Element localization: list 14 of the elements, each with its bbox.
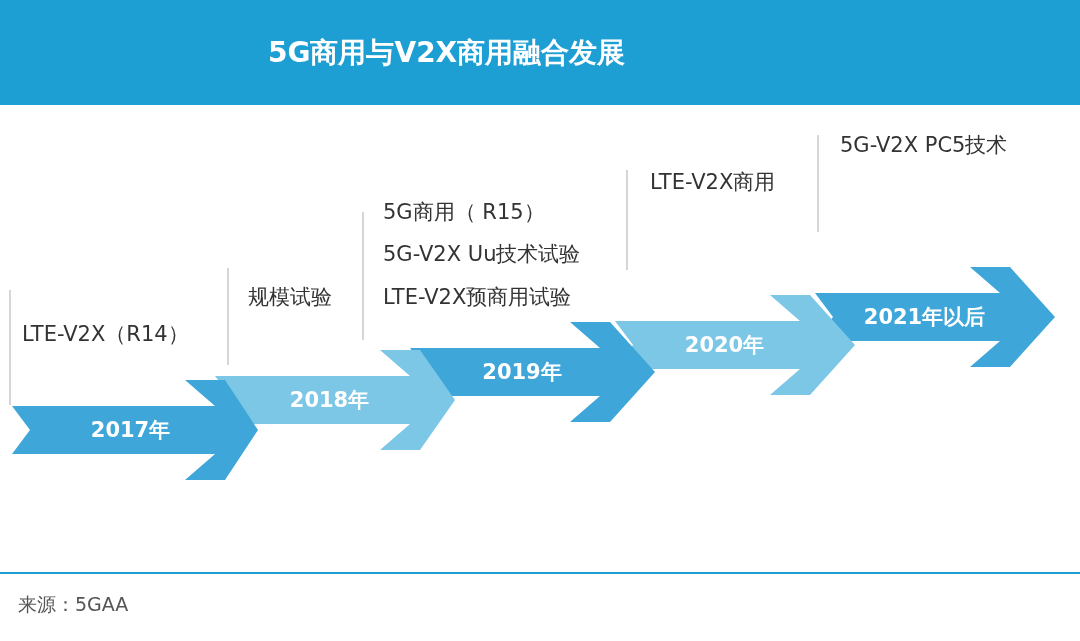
milestone-text: LTE-V2X（R14） xyxy=(22,321,189,348)
milestone-text: 5G-V2X PC5技术 xyxy=(840,132,1008,159)
year-label: 2019年 xyxy=(482,359,562,386)
milestone-text: 规模试验 xyxy=(248,284,332,311)
milestone-text: 5G商用（ R15） xyxy=(383,199,545,226)
year-label: 2020年 xyxy=(684,332,765,359)
year-label: 2018年 xyxy=(289,387,370,414)
milestone-text: LTE-V2X预商用试验 xyxy=(383,284,572,311)
title: 5G商用与V2X商用融合发展 xyxy=(268,35,626,71)
year-label: 2017年 xyxy=(90,417,171,444)
milestone-text: 5G-V2X Uu技术试验 xyxy=(383,241,581,268)
milestone-text: LTE-V2X商用 xyxy=(650,169,776,196)
caption: 来源：5GAA xyxy=(18,592,129,617)
year-label: 2021年以后 xyxy=(863,304,986,331)
